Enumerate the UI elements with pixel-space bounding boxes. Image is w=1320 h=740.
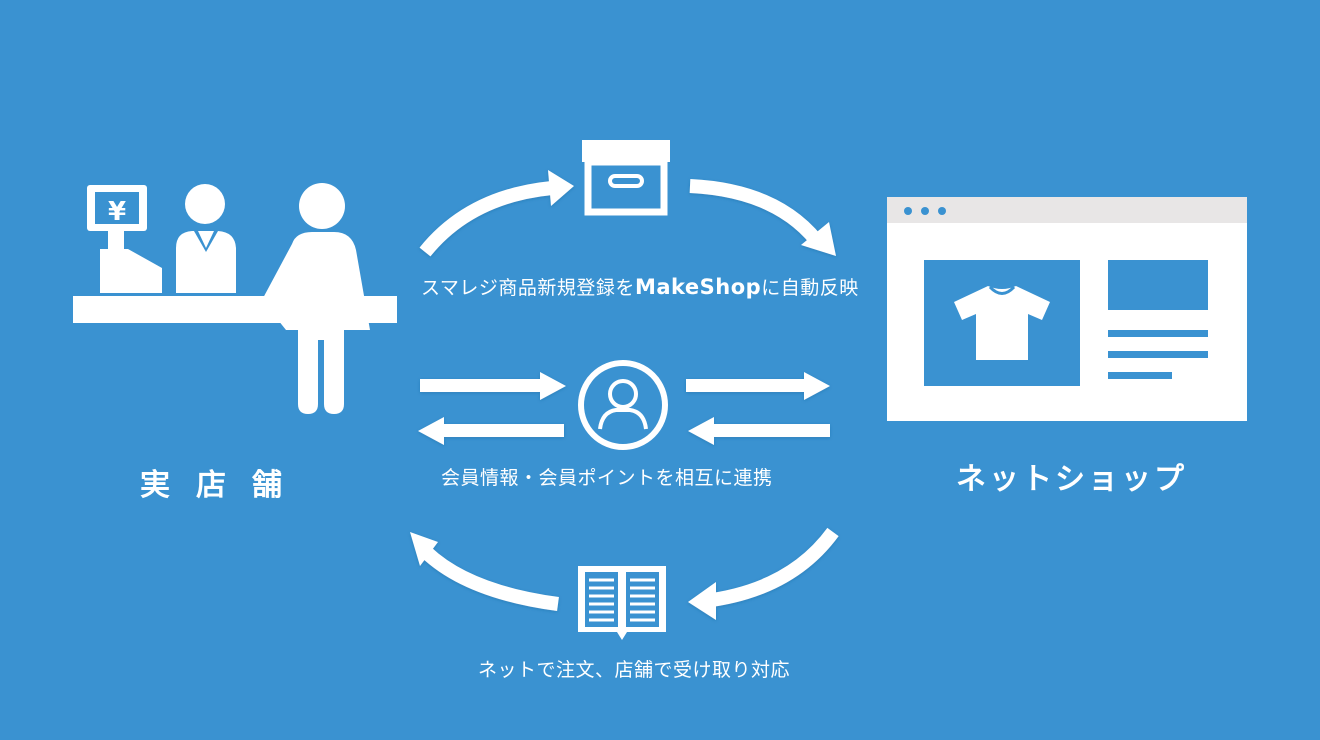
arrowhead xyxy=(801,222,836,256)
text-line xyxy=(1108,372,1172,379)
arrowhead xyxy=(410,532,438,566)
register-base xyxy=(100,249,162,293)
product-sync-text-after: に自動反映 xyxy=(761,277,859,299)
arrow-top-right xyxy=(689,179,822,245)
arrowhead xyxy=(804,372,830,400)
makeshop-brand: MakeShop xyxy=(634,275,762,299)
arrow-top-left xyxy=(419,181,553,257)
staff-head xyxy=(185,184,225,224)
arrow-mid-right-right xyxy=(686,379,808,392)
customer-body xyxy=(262,232,370,414)
arrowhead xyxy=(688,417,714,445)
customer-head xyxy=(299,183,345,229)
text-line xyxy=(1108,351,1208,358)
arrow-bottom-left xyxy=(421,546,559,611)
arrowhead xyxy=(418,417,444,445)
online-shop-label: ネットショップ xyxy=(956,462,1187,497)
arrowhead xyxy=(688,582,716,620)
product-title-block xyxy=(1108,260,1208,310)
cashier-counter-icon xyxy=(73,183,397,414)
flow-arrows xyxy=(410,170,839,620)
member-user-icon xyxy=(578,360,668,450)
product-sync-label: スマレジ商品新規登録をMakeShopに自動反映 xyxy=(421,273,859,300)
register-screen xyxy=(95,192,139,224)
tshirt-icon xyxy=(954,286,1050,360)
member-sync-label: 会員情報・会員ポイントを相互に連携 xyxy=(441,467,773,489)
archive-box-icon xyxy=(582,140,670,216)
order-pickup-label: ネットで注文、店舗で受け取り対応 xyxy=(478,659,791,681)
arrow-mid-left-left xyxy=(440,424,564,437)
browser-titlebar xyxy=(887,197,1247,223)
currency-symbol: ¥ xyxy=(108,197,126,227)
store-label: 実店舗 xyxy=(140,468,308,503)
browser-dot xyxy=(904,207,912,215)
arrow-mid-left-right xyxy=(420,379,544,392)
arrow-bottom-right xyxy=(710,527,839,607)
web-store-browser-icon xyxy=(887,197,1247,421)
staff-body xyxy=(176,231,236,293)
arrowhead xyxy=(540,372,566,400)
browser-dot xyxy=(921,207,929,215)
browser-dot xyxy=(938,207,946,215)
text-line xyxy=(1108,330,1208,337)
product-sync-text-before: スマレジ商品新規登録を xyxy=(421,277,635,299)
arrowhead xyxy=(548,170,574,206)
arrow-mid-right-left xyxy=(710,424,830,437)
open-book-icon xyxy=(578,566,666,640)
